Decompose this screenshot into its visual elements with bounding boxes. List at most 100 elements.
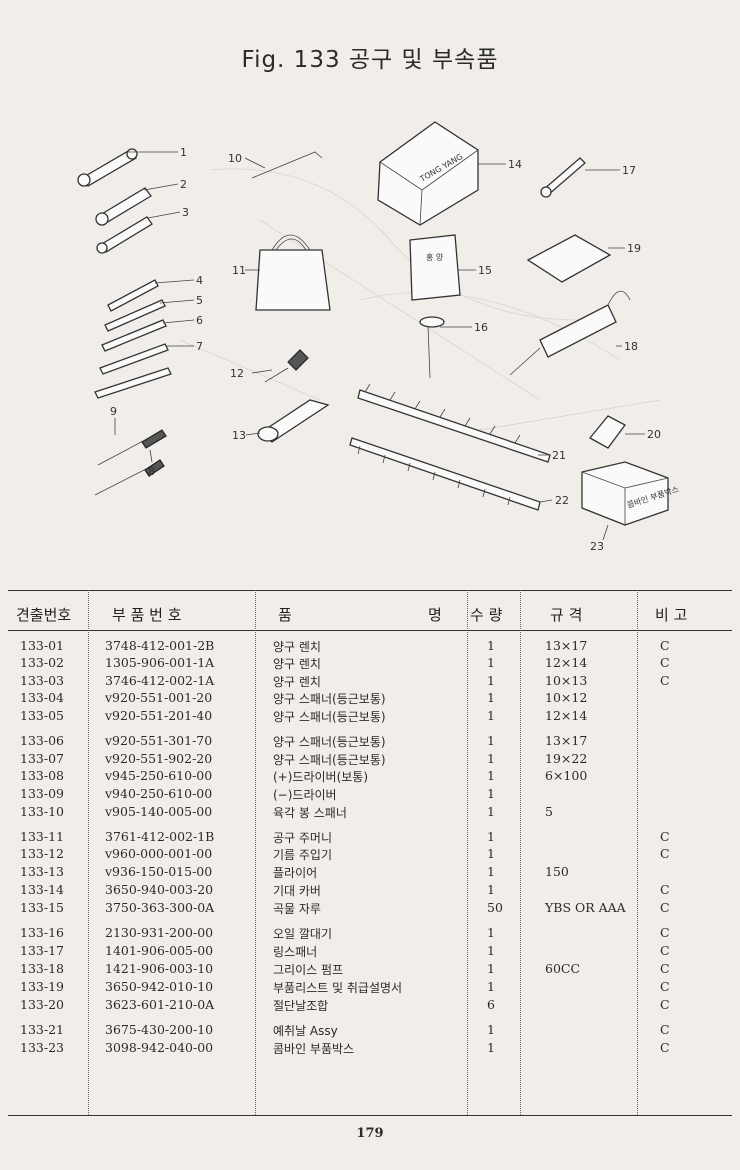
cell-index-no: 133-09 — [20, 786, 64, 801]
cell-part-name: 양구 스패너(등근보통) — [273, 710, 386, 724]
callout-leaders — [114, 151, 645, 541]
cell-quantity: 1 — [487, 1022, 495, 1037]
cell-part-name: 양구 스패너(등근보통) — [273, 753, 386, 767]
cell-part-name: 기대 카버 — [273, 884, 321, 898]
cell-part-number: 3675-430-200-10 — [105, 1022, 214, 1037]
socket-wrench-1 — [77, 148, 138, 187]
cell-quantity: 1 — [487, 708, 495, 723]
cell-part-number: v920-551-001-20 — [105, 690, 213, 705]
cell-part-number: 1421-906-003-10 — [105, 961, 214, 976]
cell-part-name: 콤바인 부품박스 — [273, 1042, 355, 1056]
cell-specification: YBS OR AAA — [545, 900, 626, 915]
table-bottom-rule — [8, 1115, 732, 1116]
cell-quantity: 1 — [487, 733, 495, 748]
cell-index-no: 133-02 — [20, 655, 64, 670]
grain-bag-box-14: TONG YANG — [377, 121, 479, 226]
cell-part-name: 양구 렌치 — [273, 675, 321, 689]
cell-index-no: 133-15 — [20, 900, 64, 915]
header-qty: 수 량 — [470, 606, 503, 624]
callout-13: 13 — [232, 429, 246, 442]
cell-remark: C — [660, 943, 670, 958]
callout-1: 1 — [180, 146, 187, 159]
column-separator — [637, 590, 638, 1115]
cell-specification: 5 — [545, 804, 553, 819]
cell-part-name: 부품리스트 및 취급설명서 — [273, 981, 403, 995]
cell-specification: 10×13 — [545, 673, 588, 688]
cell-part-number: v960-000-001-00 — [105, 846, 213, 861]
cell-index-no: 133-06 — [20, 733, 64, 748]
cell-index-no: 133-12 — [20, 846, 64, 861]
table-header-rule — [8, 630, 732, 631]
cell-remark: C — [660, 961, 670, 976]
header-part-no: 부 품 번 호 — [112, 606, 182, 624]
cell-part-number: 2130-931-200-00 — [105, 925, 214, 940]
cell-index-no: 133-14 — [20, 882, 64, 897]
cell-part-name: 그리이스 펌프 — [273, 963, 344, 977]
callout-20: 20 — [647, 428, 661, 441]
cell-remark: C — [660, 673, 670, 688]
callout-23: 23 — [590, 540, 604, 553]
cell-part-name: 링스패너 — [273, 945, 318, 959]
callout-10: 10 — [228, 152, 242, 165]
cell-index-no: 133-20 — [20, 997, 64, 1012]
cell-quantity: 1 — [487, 943, 495, 958]
column-separator — [467, 590, 468, 1115]
header-remarks: 비 고 — [655, 606, 688, 624]
cell-index-no: 133-10 — [20, 804, 64, 819]
parts-carton-23: 콤바인 부품박스 — [581, 461, 680, 526]
callout-11: 11 — [232, 264, 246, 277]
cell-remark: C — [660, 1040, 670, 1055]
callout-4: 4 — [196, 274, 203, 287]
cell-part-number: 3748-412-001-2B — [105, 638, 215, 653]
cell-specification: 13×17 — [545, 733, 588, 748]
cell-quantity: 1 — [487, 864, 495, 879]
cell-quantity: 1 — [487, 638, 495, 653]
column-separator — [255, 590, 256, 1115]
cell-specification: 19×22 — [545, 751, 588, 766]
cell-part-number: 3750-363-300-0A — [105, 900, 215, 915]
callout-15: 15 — [478, 264, 492, 277]
callout-21: 21 — [552, 449, 566, 462]
cell-part-name: (+)드라이버(보통) — [273, 770, 369, 784]
cell-quantity: 1 — [487, 804, 495, 819]
cell-remark: C — [660, 655, 670, 670]
cell-index-no: 133-01 — [20, 638, 64, 653]
hex-key-10 — [251, 151, 323, 179]
cell-part-name: 절단날조합 — [273, 999, 329, 1013]
cell-part-number: 1401-906-005-00 — [105, 943, 214, 958]
cell-index-no: 133-05 — [20, 708, 64, 723]
cell-part-number: 3623-601-210-0A — [105, 997, 215, 1012]
header-index-no: 견출번호 — [16, 606, 72, 624]
grease-pump-18 — [509, 290, 631, 376]
callout-3: 3 — [182, 206, 189, 219]
cell-remark: C — [660, 1022, 670, 1037]
oil-can-12 — [264, 349, 309, 383]
cell-quantity: 1 — [487, 961, 495, 976]
cell-part-number: v905-140-005-00 — [105, 804, 213, 819]
cell-part-number: v920-551-201-40 — [105, 708, 213, 723]
cell-part-name: 양구 렌치 — [273, 657, 321, 671]
cutter-bar-21 — [357, 383, 551, 463]
knife-section-20 — [589, 415, 626, 449]
cell-remark: C — [660, 882, 670, 897]
cell-part-name: 양구 스패너(등근보통) — [273, 692, 386, 706]
cell-specification: 12×14 — [545, 655, 588, 670]
cell-quantity: 1 — [487, 655, 495, 670]
page-number: 179 — [356, 1126, 384, 1141]
cell-remark: C — [660, 979, 670, 994]
header-name-left: 품 — [278, 606, 292, 624]
cell-part-name: 기름 주입기 — [273, 848, 333, 862]
cell-quantity: 1 — [487, 882, 495, 897]
callout-18: 18 — [624, 340, 638, 353]
callout-8: 8 — [148, 465, 155, 478]
cell-part-name: 육각 봉 스패너 — [273, 806, 347, 820]
